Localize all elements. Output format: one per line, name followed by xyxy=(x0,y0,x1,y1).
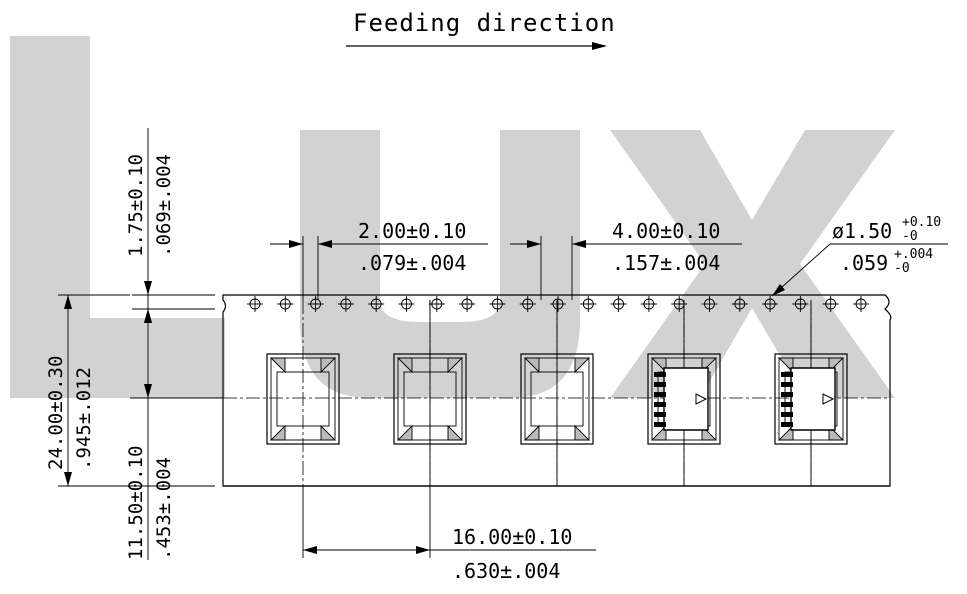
pitch-p0-imperial: .079±.004 xyxy=(358,251,466,275)
sprocket-hole xyxy=(337,296,354,312)
pocket-empty xyxy=(520,353,594,445)
sprocket-hole xyxy=(519,296,536,312)
sprocket-hole xyxy=(762,296,779,312)
sprocket-hole xyxy=(580,296,597,312)
feeding-direction-arrowhead xyxy=(592,42,607,50)
sprocket-hole xyxy=(247,296,263,312)
tape-width-metric: 24.00±0.30 xyxy=(45,356,67,470)
dim-hole-diameter: ø1.50 +0.10 -0 .059 +.004 -0 xyxy=(771,215,948,297)
top-margin-imperial: .069±.004 xyxy=(153,154,175,257)
hole-imperial-minus: -0 xyxy=(894,261,910,276)
center-offset-imperial: .453±.004 xyxy=(153,457,175,560)
pocket-empty xyxy=(266,353,340,445)
sprocket-hole xyxy=(640,296,657,312)
pocket-loaded xyxy=(774,353,848,445)
top-margin-metric: 1.75±0.10 xyxy=(125,154,147,257)
hole-metric-value: ø1.50 xyxy=(832,219,892,243)
hole-metric-plus: +0.10 xyxy=(902,215,941,230)
pitch-p1-metric: 4.00±0.10 xyxy=(612,219,720,243)
dim-pocket-pitch: 16.00±0.10 .630±.004 xyxy=(302,486,596,583)
sprocket-hole xyxy=(550,296,566,312)
sprocket-hole-row xyxy=(247,296,869,312)
dim-pitch-p0: 2.00±0.10 .079±.004 xyxy=(270,219,488,300)
sprocket-hole xyxy=(701,296,718,312)
sprocket-hole xyxy=(853,296,869,312)
watermark-logo xyxy=(10,36,895,398)
sprocket-hole xyxy=(277,296,294,312)
sprocket-hole xyxy=(459,296,476,312)
pocket-loaded xyxy=(647,353,721,445)
sprocket-hole xyxy=(398,296,415,312)
sprocket-hole xyxy=(610,296,627,312)
pitch-p1-imperial: .157±.004 xyxy=(612,251,720,275)
sprocket-hole xyxy=(489,296,506,312)
dim-top-margin: 1.75±0.10 .069±.004 xyxy=(125,128,215,325)
sprocket-hole xyxy=(368,296,385,312)
watermark-letter-u xyxy=(300,130,580,398)
center-offset-metric: 11.50±0.10 xyxy=(125,446,147,560)
feeding-direction-title: Feeding direction xyxy=(353,9,616,37)
dim-pitch-p1: 4.00±0.10 .157±.004 xyxy=(510,219,742,300)
sprocket-hole xyxy=(428,296,445,312)
hole-imperial-plus: +.004 xyxy=(894,247,933,262)
hole-metric-minus: -0 xyxy=(902,229,918,244)
carrier-tape xyxy=(222,294,892,487)
pocket-pitch-metric: 16.00±0.10 xyxy=(452,525,572,549)
pocket-empty xyxy=(393,353,467,445)
pocket-pitch-imperial: .630±.004 xyxy=(452,559,560,583)
sprocket-hole xyxy=(792,296,809,312)
hole-imperial-value: .059 xyxy=(840,251,888,275)
sprocket-hole xyxy=(822,296,839,312)
pitch-p0-metric: 2.00±0.10 xyxy=(358,219,466,243)
dim-tape-width: 24.00±0.30 .945±.012 xyxy=(45,294,215,487)
pocket-row xyxy=(266,353,848,445)
sprocket-hole xyxy=(307,296,324,312)
sprocket-hole xyxy=(731,296,748,312)
watermark-letter-x xyxy=(610,130,895,398)
dim-center-offset: 11.50±0.10 .453±.004 xyxy=(125,309,223,560)
watermark-letter-l xyxy=(10,36,225,398)
tape-width-imperial: .945±.012 xyxy=(73,367,95,470)
